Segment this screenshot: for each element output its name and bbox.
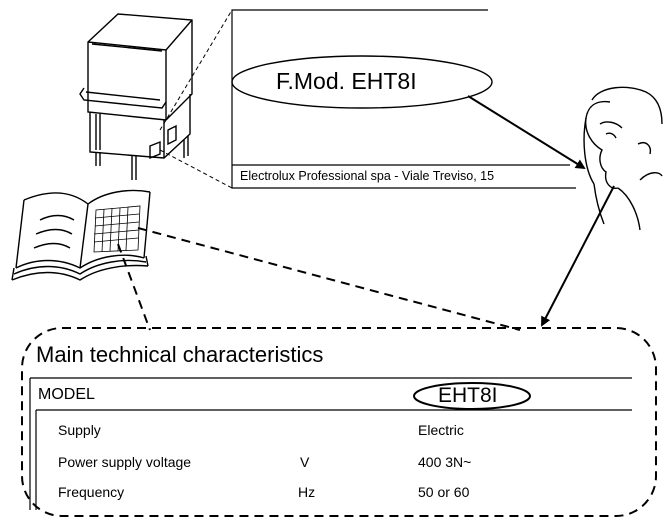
table-header-value: EHT8I: [438, 384, 498, 407]
table-callout-mask: [14, 320, 134, 340]
plate-model-label: F.Mod. EHT8I: [276, 68, 417, 94]
table-row-value: 50 or 60: [418, 484, 470, 500]
table-row-value: Electric: [418, 422, 464, 438]
table-row-label: Power supply voltage: [58, 454, 192, 470]
arrow-person-to-table: [541, 185, 615, 327]
table-header-label: MODEL: [38, 386, 95, 403]
table-callout-border: [21, 327, 657, 517]
plate-manufacturer-line: Electrolux Professional spa - Viale Trev…: [240, 169, 495, 183]
rating-plate-frame: [231, 9, 576, 189]
book-table-grid: [93, 205, 141, 253]
table-title: Main technical characteristics: [36, 342, 326, 367]
table-model-highlight: [413, 382, 531, 410]
table-row-label: Supply: [58, 422, 101, 438]
table-row-label: Frequency: [58, 484, 125, 500]
arrow-plate-to-person: [467, 95, 586, 170]
table-row-value: 400 3N~: [418, 454, 472, 470]
plate-leader-lines: [159, 9, 233, 189]
table-lines: [29, 377, 632, 510]
plate-model-highlight: [231, 55, 493, 109]
manual-book-illustration: [11, 189, 151, 281]
person-head-illustration: [583, 86, 663, 231]
dishwasher-illustration: [79, 13, 193, 180]
book-leader-lines: [117, 227, 521, 331]
table-row-unit: Hz: [298, 484, 316, 500]
table-row-unit: V: [300, 454, 310, 470]
